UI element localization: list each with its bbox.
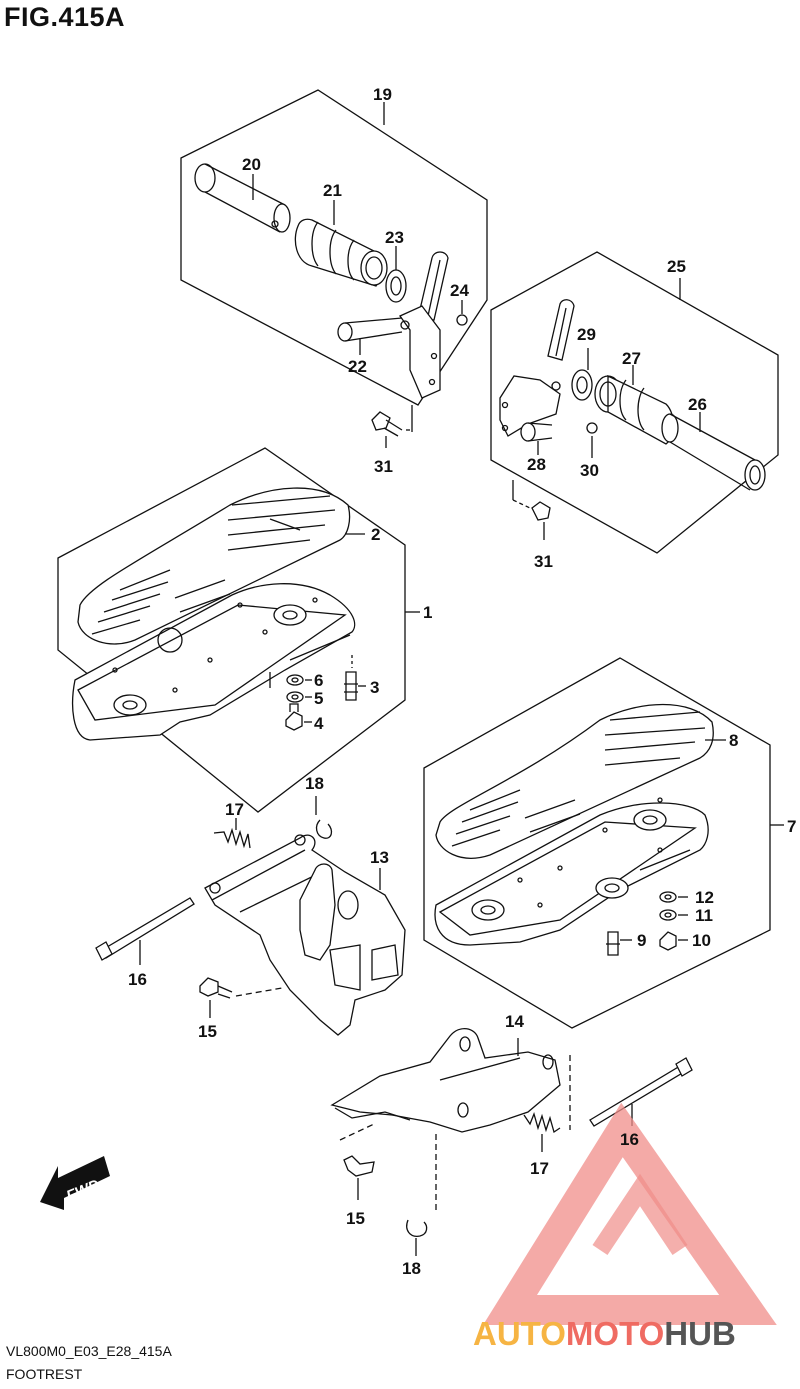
part-12-washer — [659, 891, 688, 903]
part-14-bracket — [330, 1028, 561, 1133]
group-19-outline — [180, 89, 488, 406]
part-30-clip — [586, 422, 598, 458]
callout-29: 29 — [577, 325, 596, 344]
callout-30: 30 — [580, 461, 599, 480]
part-6-washer — [286, 674, 312, 686]
callout-28: 28 — [527, 455, 546, 474]
part-28-pin — [520, 422, 553, 455]
callout-10: 10 — [692, 931, 711, 950]
part-3-bolt — [344, 655, 366, 701]
part-20-pin — [194, 163, 291, 233]
callout-18-left: 18 — [305, 774, 324, 793]
callout-19: 19 — [373, 85, 392, 104]
watermark-part1: AUTO — [473, 1315, 566, 1352]
callout-16-right: 16 — [620, 1130, 639, 1149]
part-26-pin — [661, 412, 766, 491]
svg-text:AUTOMOTOHUB: AUTOMOTOHUB — [473, 1315, 736, 1352]
part-17-spring-right — [523, 1111, 561, 1152]
callout-5: 5 — [314, 689, 323, 708]
fwd-arrow-icon: FWD — [40, 1156, 110, 1210]
part-24-bracket — [399, 251, 468, 399]
automotohub-logo: AUTOMOTOHUB — [473, 1102, 777, 1352]
callout-13: 13 — [370, 848, 389, 867]
part-23-washer — [385, 246, 407, 303]
figure-title: FIG.415A — [4, 2, 126, 32]
group-7-outline — [423, 657, 771, 1029]
callout-25: 25 — [667, 257, 686, 276]
callout-1: 1 — [423, 603, 432, 622]
callout-17-left: 17 — [225, 800, 244, 819]
figure-name: FOOTREST — [6, 1366, 83, 1382]
callout-20: 20 — [242, 155, 261, 174]
part-7-plate — [434, 797, 709, 946]
part-16-bolt-right — [589, 1057, 693, 1127]
callout-3: 3 — [370, 678, 379, 697]
part-18-clip-right — [406, 1134, 437, 1256]
watermark-part3: HUB — [664, 1315, 736, 1352]
part-21-rubber — [294, 200, 388, 287]
callout-8: 8 — [729, 731, 738, 750]
callout-11: 11 — [695, 906, 713, 925]
part-8-rubber — [435, 703, 726, 859]
part-31-bolt-left — [371, 405, 413, 448]
callout-12: 12 — [695, 888, 714, 907]
part-22-pin — [337, 317, 410, 355]
part-11-washer — [659, 909, 688, 921]
part-29-washer — [571, 348, 593, 401]
part-5-washer — [286, 691, 312, 703]
callout-31-right: 31 — [534, 552, 553, 571]
part-18-clip-left — [315, 796, 333, 839]
callout-15-left: 15 — [198, 1022, 217, 1041]
callout-2: 2 — [371, 525, 380, 544]
callout-22: 22 — [348, 357, 367, 376]
part-13-bracket — [204, 834, 406, 1036]
callout-21: 21 — [323, 181, 342, 200]
watermark-part2: MOTO — [566, 1315, 664, 1352]
callout-26: 26 — [688, 395, 707, 414]
callout-31-left: 31 — [374, 457, 393, 476]
callout-15-right: 15 — [346, 1209, 365, 1228]
part-15-bolt-right — [339, 1123, 375, 1200]
part-27-rubber — [594, 365, 675, 445]
part-17-spring-left — [213, 818, 251, 849]
callout-17-right: 17 — [530, 1159, 549, 1178]
callout-16-left: 16 — [128, 970, 147, 989]
callout-7: 7 — [787, 817, 796, 836]
figure-code: VL800M0_E03_E28_415A — [6, 1343, 172, 1359]
group-1-outline — [57, 447, 406, 813]
callout-6: 6 — [314, 671, 323, 690]
callout-23: 23 — [385, 228, 404, 247]
callout-9: 9 — [637, 931, 646, 950]
group-25-outline — [490, 251, 779, 554]
callout-18-right: 18 — [402, 1259, 421, 1278]
callout-14: 14 — [505, 1012, 524, 1031]
callout-4: 4 — [314, 714, 324, 733]
part-31-bolt-right — [512, 480, 551, 540]
part-1-plate — [72, 583, 356, 741]
part-2-rubber — [77, 487, 365, 645]
callout-labels: 19 20 21 23 24 22 25 29 27 26 28 30 31 3… — [128, 85, 796, 1278]
callout-27: 27 — [622, 349, 641, 368]
part-16-bolt-left — [95, 897, 195, 965]
part-15-bolt-left — [199, 977, 283, 1018]
part-25-bracket — [499, 299, 575, 437]
part-9-bolt — [606, 931, 632, 956]
part-4-nut — [285, 703, 312, 731]
callout-24: 24 — [450, 281, 469, 300]
part-10-nut — [659, 931, 688, 951]
